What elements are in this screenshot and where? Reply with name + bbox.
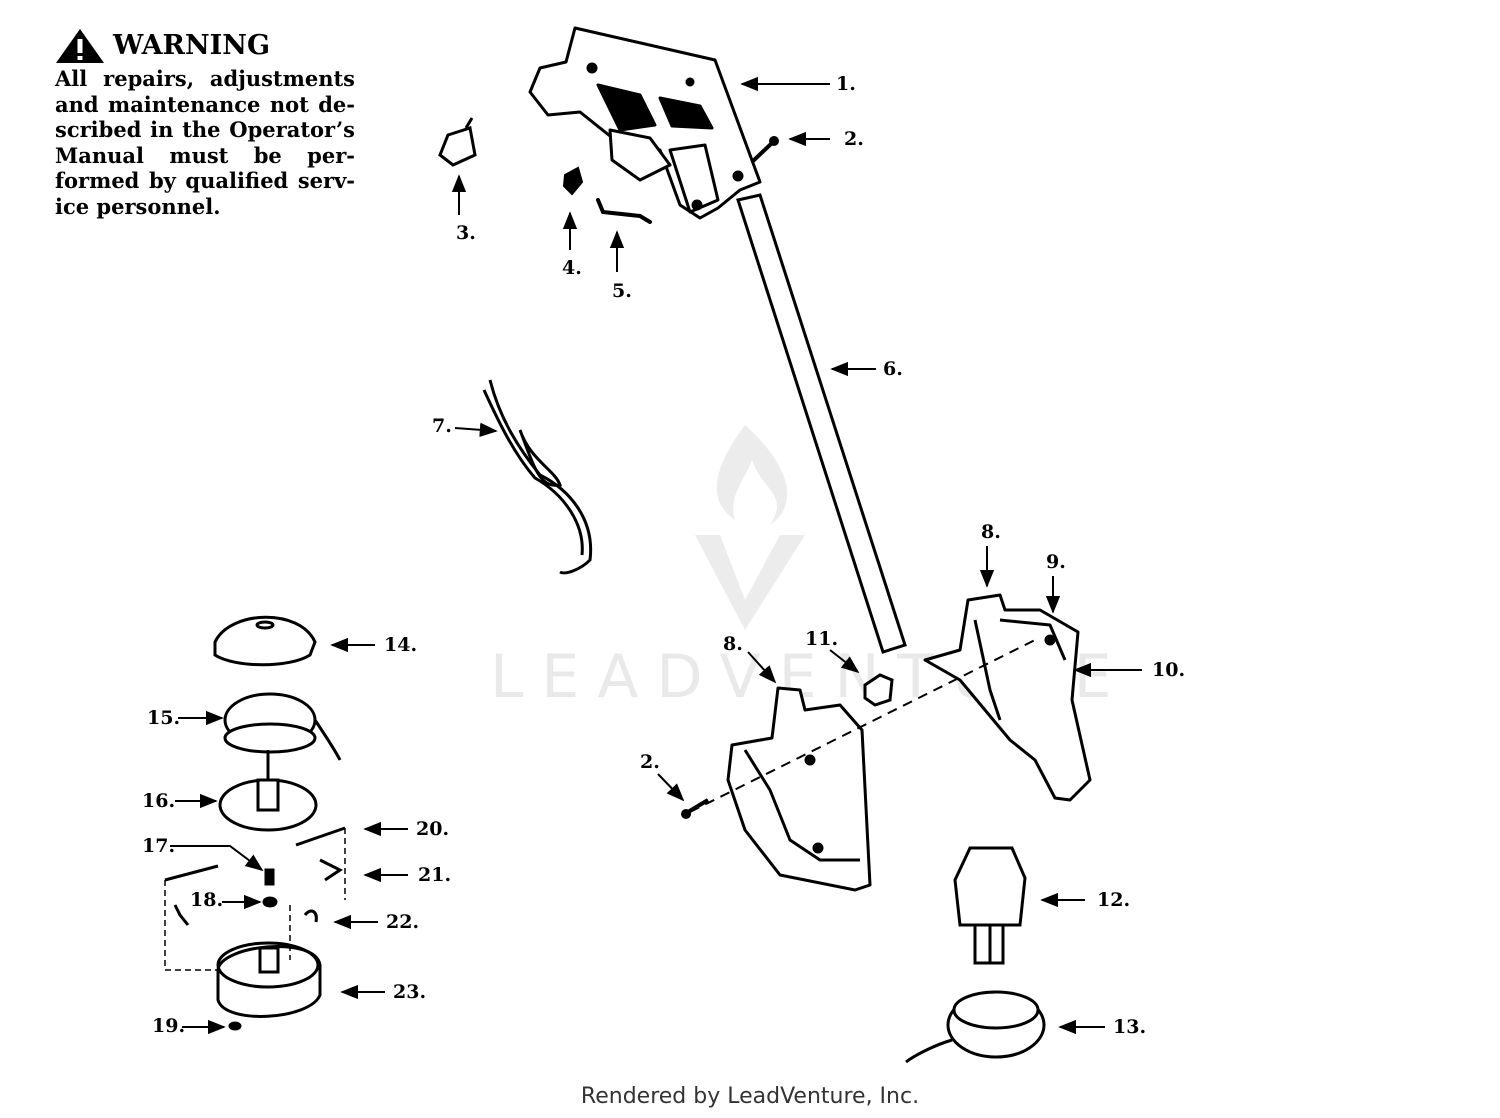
warning-line-6: ice personnel. [55,193,221,219]
warning-title: WARNING [113,30,271,61]
callout-11: 11. [805,628,838,650]
part-housing-left [726,686,872,892]
part-guide-lines [164,828,346,971]
callout-9: 9. [1046,551,1066,573]
callout-13: 13. [1113,1016,1146,1038]
part-hub [216,941,322,1018]
part-spool-left [223,692,342,761]
callout-23: 23. [393,981,426,1003]
callout-20: 20. [416,818,449,840]
warning-triangle-icon [56,29,104,63]
part-3-clip [438,117,477,167]
callout-8-left: 8. [723,633,743,655]
warning-heading: WARNING [55,28,355,64]
warning-line-3: scribed in the Operator’s [55,117,355,142]
part-small-hardware [164,826,346,1031]
warning-text: All repairs, adjustments and maintenance… [55,66,355,219]
callout-2-top: 2. [844,128,864,150]
callout-7: 7. [432,415,452,437]
callout-10: 10. [1152,659,1185,681]
callout-4: 4. [562,257,582,279]
assembly-guide-line [689,639,1036,813]
footer-credit: Rendered by LeadVenture, Inc. [580,1084,920,1109]
callout-12: 12. [1097,889,1130,911]
callout-5: 5. [612,280,632,302]
part-spool-right [905,990,1046,1064]
part-housing-right [923,593,1092,802]
warning-notice: WARNING All repairs, adjustments and mai… [55,28,355,219]
part-4-switch [562,166,584,196]
part-5-pin [596,198,652,224]
warning-line-1: All repairs, adjustments [55,66,355,91]
callout-21: 21. [418,864,451,886]
callout-15: 15. [147,707,180,729]
callout-19: 19. [152,1015,185,1037]
part-motor [953,846,1027,965]
callout-1: 1. [836,73,856,95]
callout-17: 17. [142,835,175,857]
part-cord [482,379,593,575]
part-handle [528,26,762,220]
callout-3: 3. [456,222,476,244]
callout-6: 6. [883,358,903,380]
callout-18: 18. [190,889,223,911]
part-cap [213,615,317,667]
part-screw-top [750,136,779,164]
warning-line-4: Manual must be per- [55,142,355,168]
callout-22: 22. [386,911,419,933]
callout-2-bottom: 2. [640,751,660,773]
part-screw-bottom [681,798,710,819]
part-11-block [863,673,894,707]
callout-labels: 1. 2. 3. 4. 5. 6. 7. 8. 9. 10. 8. 11. 2.… [142,73,1185,1038]
part-spring-plate [218,750,318,832]
callout-14: 14. [384,634,417,656]
callout-8-right: 8. [981,521,1001,543]
part-tube [736,193,907,654]
warning-line-2: and maintenance not de- [55,91,355,117]
leader-arrows [170,76,1142,1035]
callout-16: 16. [142,790,175,812]
warning-line-5: formed by qualified serv- [55,168,355,193]
